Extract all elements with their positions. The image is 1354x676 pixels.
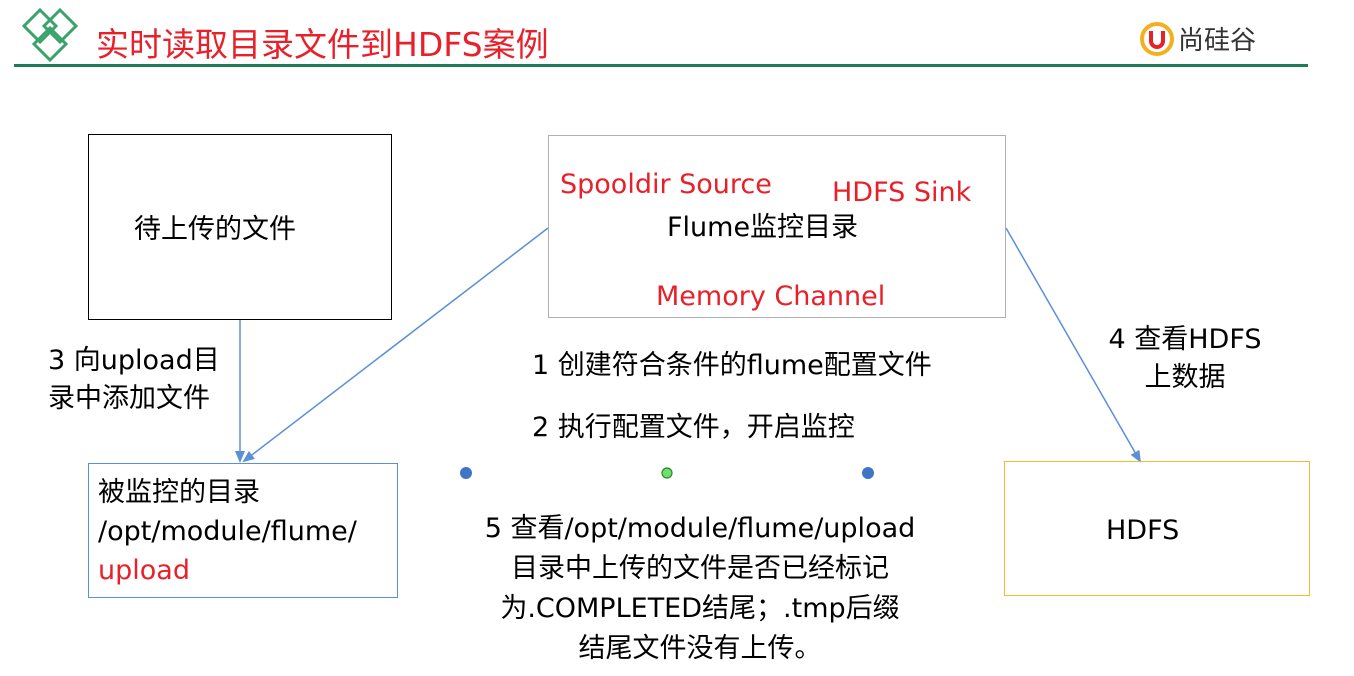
step5-line3: 为.COMPLETED结尾；.tmp后缀 [500, 593, 900, 624]
step5-line4: 结尾文件没有上传。 [578, 633, 822, 664]
brand-u-icon [1140, 21, 1174, 56]
step5-line1: 5 查看/opt/module/flume/upload [484, 513, 916, 544]
upload-source-box [88, 134, 392, 320]
flume-monitor-label: Flume监控目录 [667, 212, 859, 243]
arrow-flume-to-hdfs [1005, 227, 1141, 463]
step3-line2: 录中添加文件 [48, 383, 210, 414]
flume-box [548, 135, 1006, 318]
spooldir-source-label: Spooldir Source [560, 169, 772, 200]
hdfs-sink-label: HDFS Sink [832, 177, 972, 208]
step4-line2: 上数据 [1144, 362, 1226, 393]
monitored-dir-box [88, 463, 398, 598]
dot-left [460, 467, 472, 479]
page-title: 实时读取目录文件到HDFS案例 [96, 25, 549, 64]
hdfs-box [1004, 461, 1310, 596]
brand-logo: 尚硅谷 [1140, 20, 1256, 57]
brand-logo-text: 尚硅谷 [1178, 26, 1257, 56]
monitored-dir-upload: upload [98, 555, 190, 586]
monitored-dir-title: 被监控的目录 [98, 477, 260, 508]
memory-channel-label: Memory Channel [656, 281, 886, 312]
upload-source-label: 待上传的文件 [134, 214, 296, 245]
step4-line1: 4 查看HDFS [1108, 324, 1262, 355]
dot-middle [661, 467, 673, 479]
monitored-dir-path: /opt/module/flume/ [98, 516, 357, 547]
hdfs-label: HDFS [1106, 515, 1180, 546]
step2-text: 2 执行配置文件，开启监控 [532, 412, 855, 443]
step3-line1: 3 向upload目 [48, 345, 220, 376]
arrow-flume-to-dir [242, 227, 549, 463]
step1-text: 1 创建符合条件的flume配置文件 [532, 350, 932, 381]
step5-line2: 目录中上传的文件是否已经标记 [511, 553, 889, 584]
title-divider [14, 64, 1308, 67]
logo-diamond-icon [21, 7, 79, 63]
dot-right [862, 467, 874, 479]
